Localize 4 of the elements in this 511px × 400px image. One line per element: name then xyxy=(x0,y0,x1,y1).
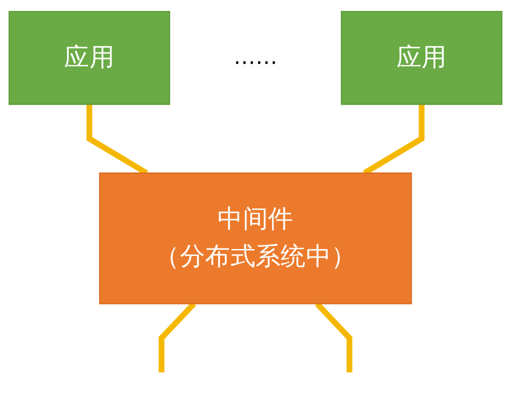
application-box: 应用 xyxy=(340,10,502,105)
ellipsis-label: …… xyxy=(233,45,278,70)
application-box: 应用 xyxy=(8,10,170,105)
middleware-box: 中间件 （分布式系统中） xyxy=(99,172,412,304)
